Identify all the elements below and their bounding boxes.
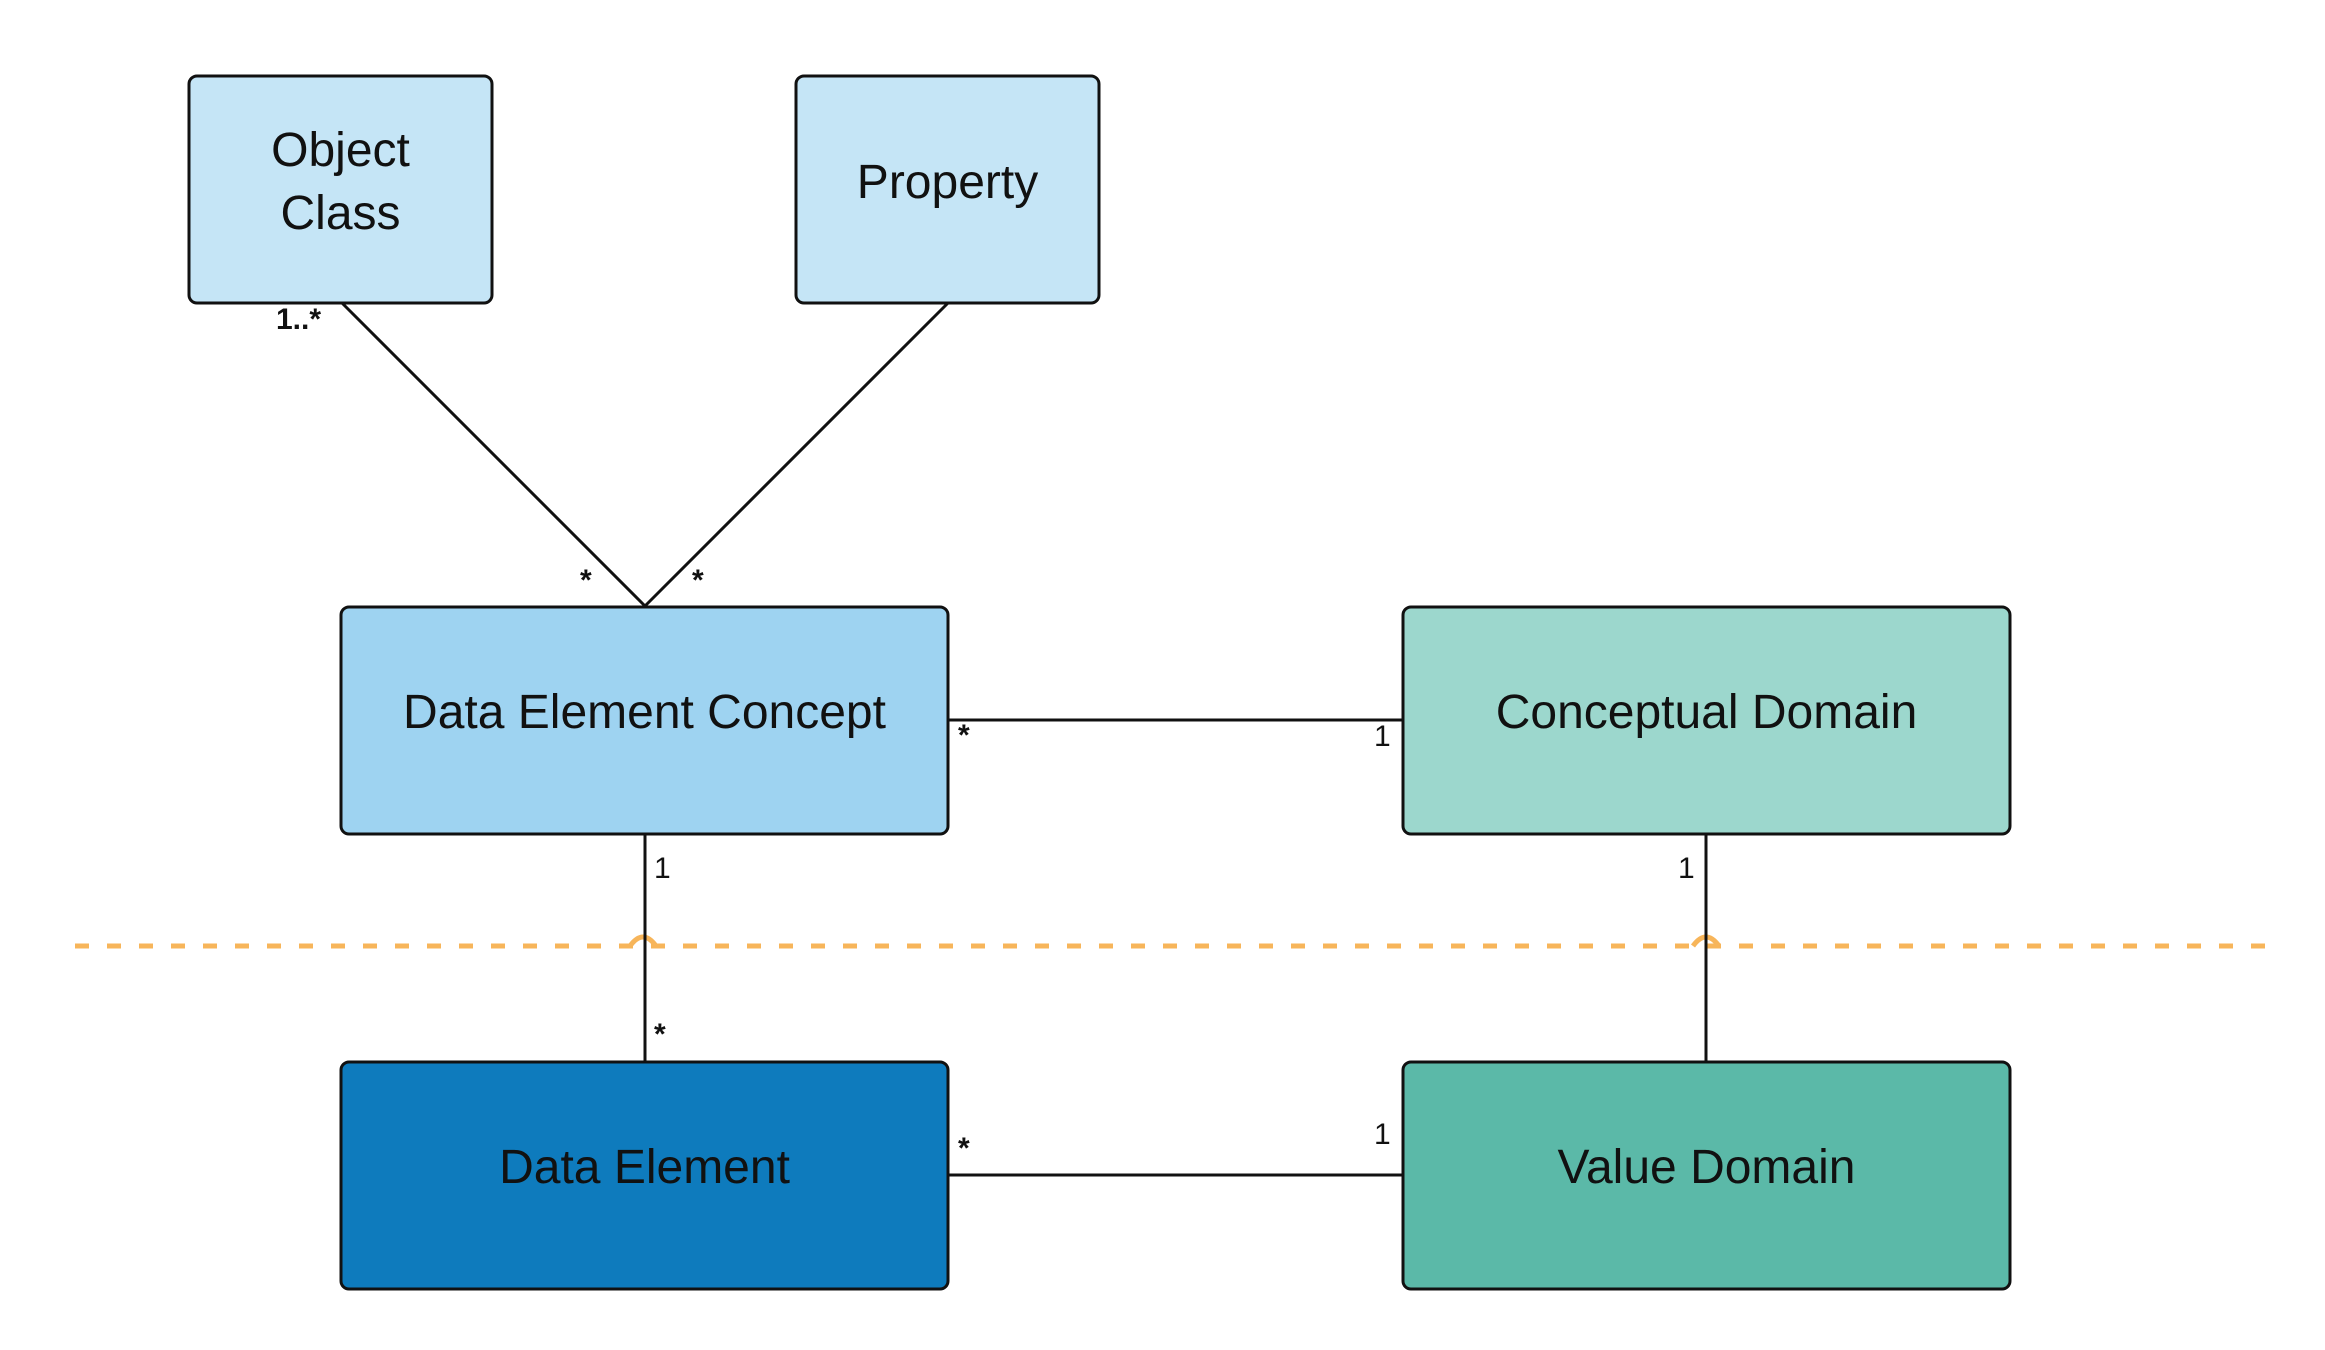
value-domain-box xyxy=(1401,1060,2012,1291)
data-element-concept-label: Data Element Concept xyxy=(403,686,886,739)
divider-hop-left xyxy=(627,934,659,948)
node-property[interactable]: Property xyxy=(794,74,1101,305)
data-element-concept-box xyxy=(339,605,950,836)
property-box xyxy=(794,74,1101,305)
node-value-domain[interactable]: Value Domain xyxy=(1401,1060,2012,1291)
node-data-element[interactable]: Data Element xyxy=(339,1060,950,1291)
multiplicity-object-class-end: 1..* xyxy=(276,303,321,336)
edge-dec-to-conceptual-domain: * 1 xyxy=(948,718,1402,753)
multiplicity-dec-end-from-data-element: 1 xyxy=(654,852,671,885)
multiplicity-data-element-end-from-dec: * xyxy=(654,1018,666,1051)
node-object-class[interactable]: Object Class xyxy=(187,74,494,305)
object-class-label-line-1: Object xyxy=(271,124,410,177)
node-conceptual-domain[interactable]: Conceptual Domain xyxy=(1401,605,2012,836)
property-label: Property xyxy=(857,156,1038,209)
multiplicity-data-element-end-from-value-domain: * xyxy=(958,1132,970,1165)
multiplicity-dec-end-from-conceptual-domain: * xyxy=(958,719,970,752)
node-data-element-concept[interactable]: Data Element Concept xyxy=(339,605,950,836)
edge-dec-to-data-element: 1 * xyxy=(643,834,671,1061)
multiplicity-conceptual-domain-end: 1 xyxy=(1374,720,1391,753)
edge-object-class-to-dec: 1..* * xyxy=(276,301,647,608)
conceptual-domain-box xyxy=(1401,605,2012,836)
edge-property-to-dec: * xyxy=(643,301,950,608)
conceptual-domain-label: Conceptual Domain xyxy=(1496,686,1918,739)
multiplicity-conceptual-domain-end-from-value-domain: 1 xyxy=(1678,852,1695,885)
data-element-label: Data Element xyxy=(499,1141,790,1194)
multiplicity-dec-end-from-property: * xyxy=(692,564,704,597)
edge-conceptual-domain-to-value-domain: 1 xyxy=(1678,834,1708,1061)
value-domain-label: Value Domain xyxy=(1558,1141,1856,1194)
object-class-label-line-2: Class xyxy=(280,187,400,240)
object-class-box xyxy=(187,74,494,305)
data-element-box xyxy=(339,1060,950,1291)
multiplicity-value-domain-end: 1 xyxy=(1374,1118,1391,1151)
multiplicity-dec-end-from-object-class: * xyxy=(580,564,592,597)
edge-data-element-to-value-domain: * 1 xyxy=(948,1118,1402,1177)
